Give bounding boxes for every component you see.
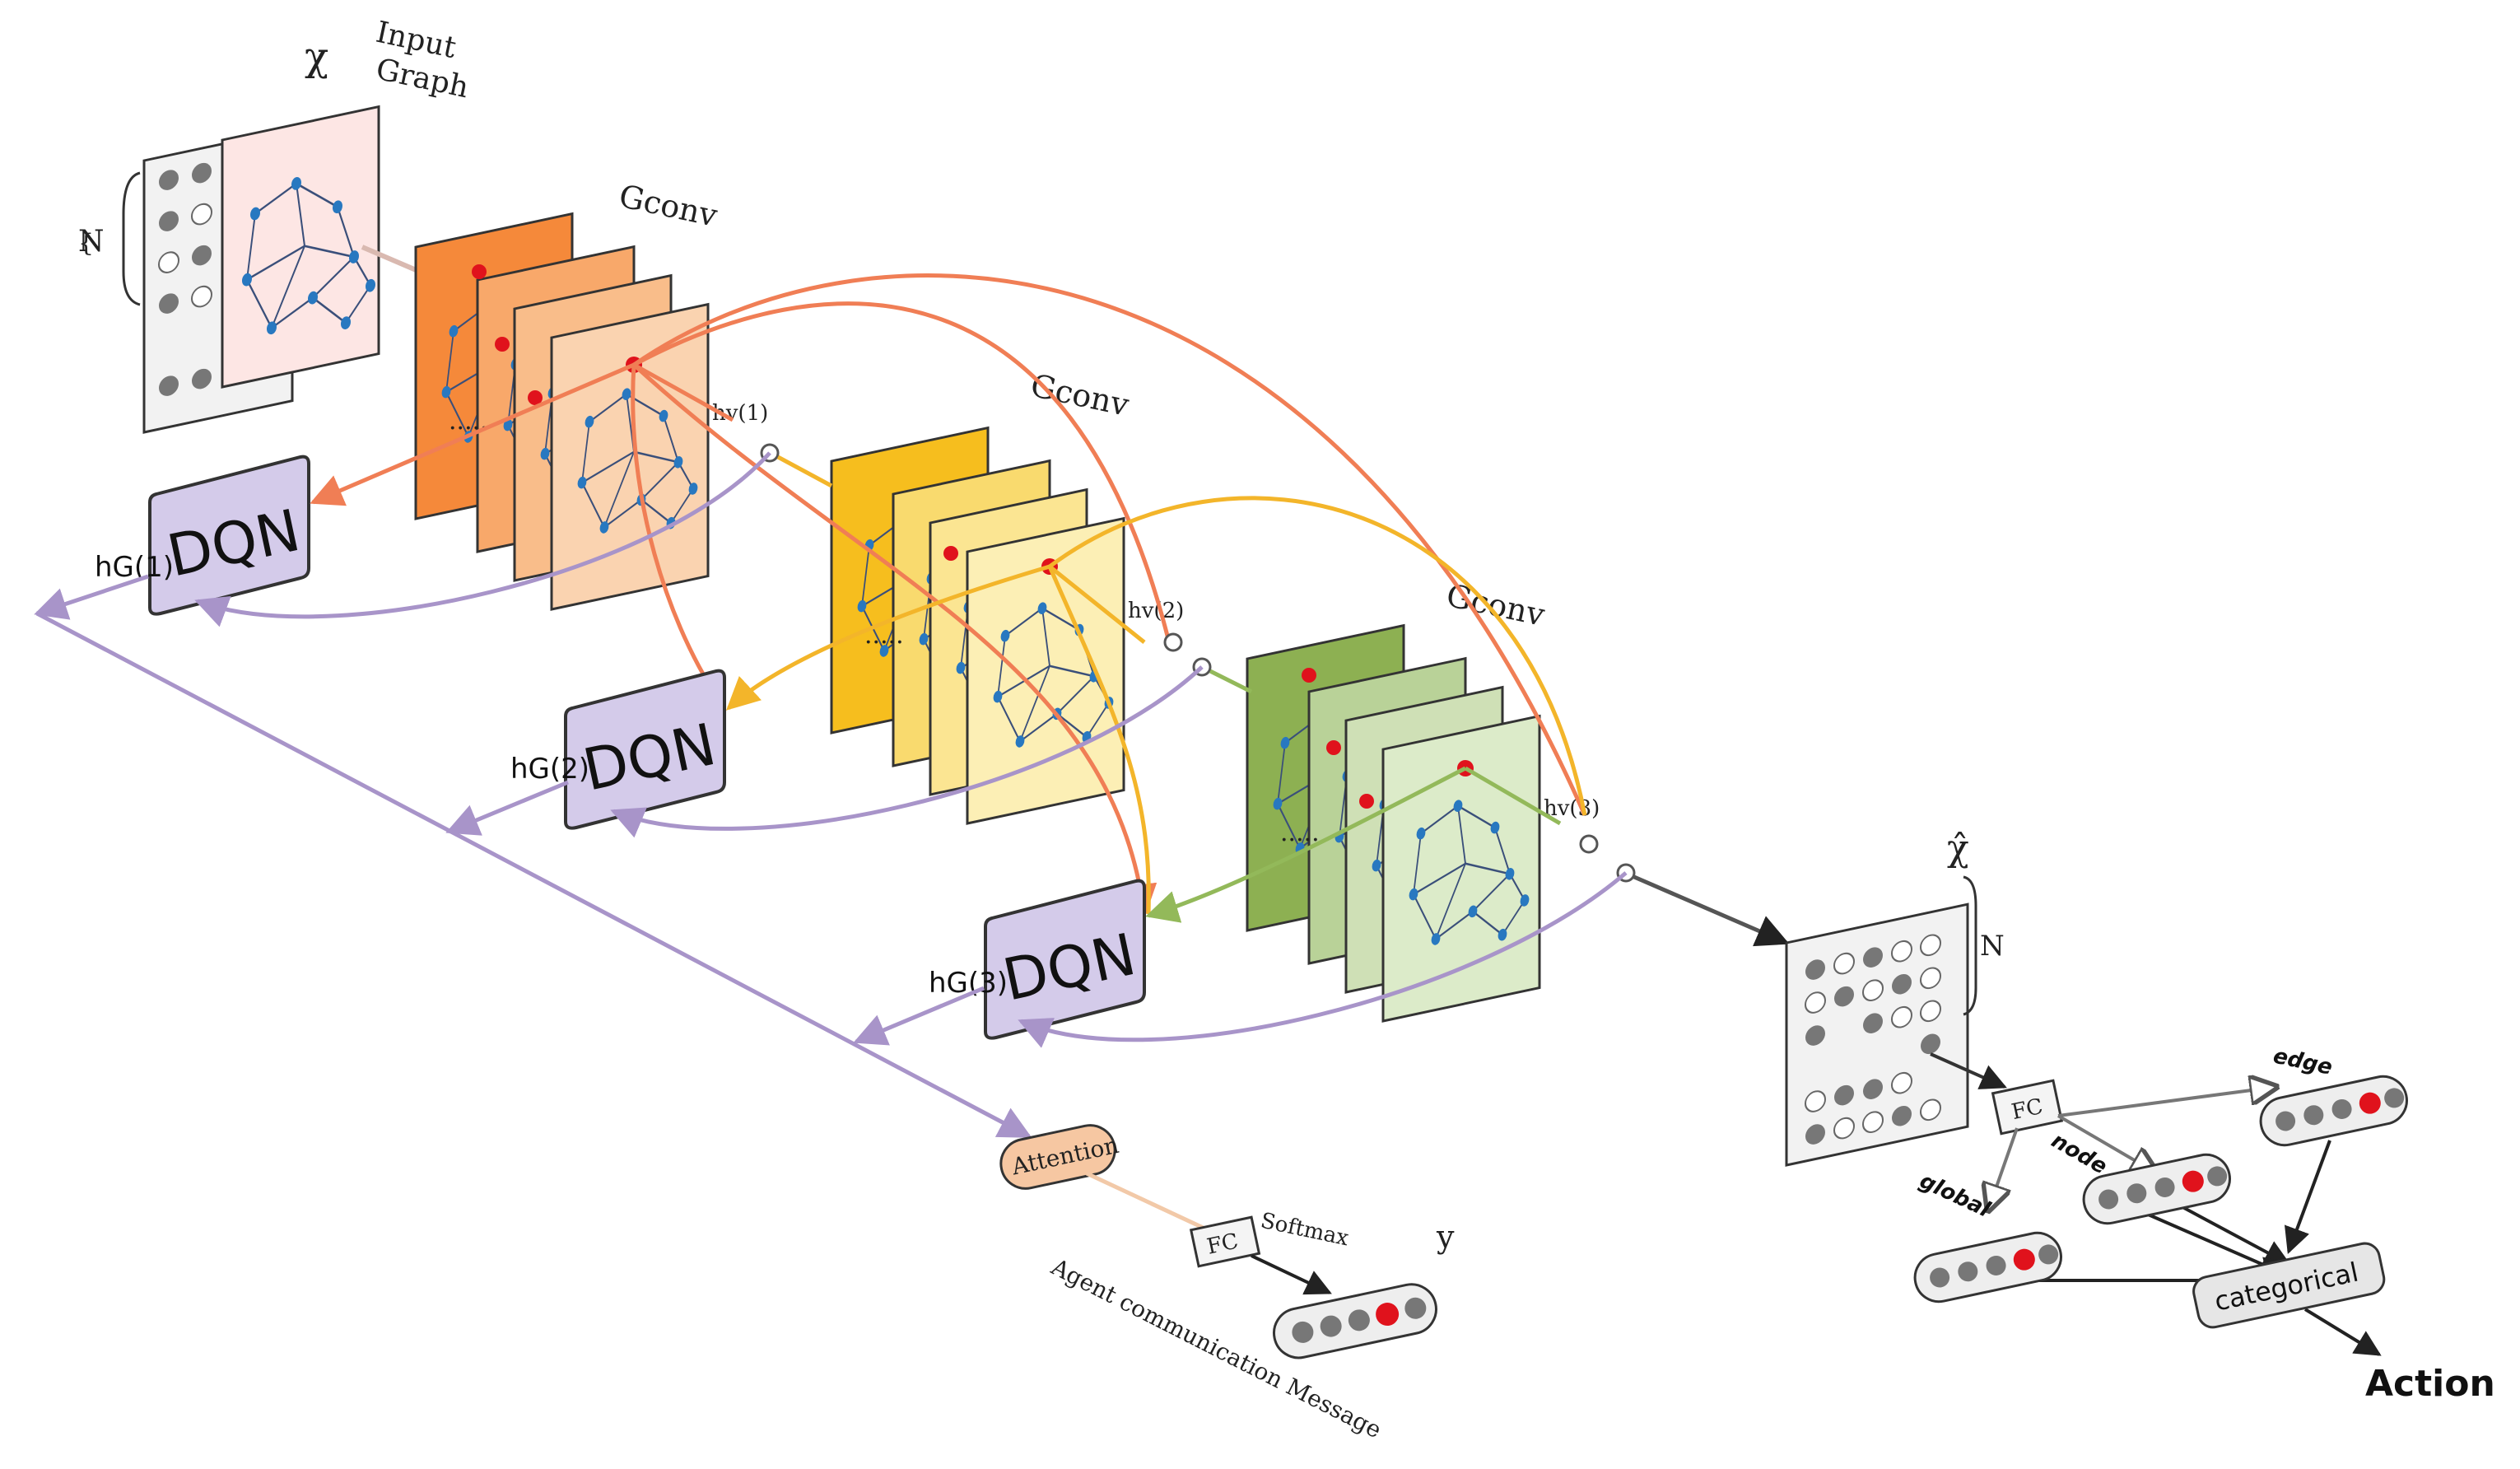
n-label-left: N bbox=[78, 225, 105, 259]
attention-block: Attention bbox=[999, 1124, 1121, 1190]
fc-block-action: FC bbox=[1991, 1079, 2064, 1136]
chi-hat-label: χ̂ bbox=[1947, 828, 1969, 870]
dqn-box-1: DQN bbox=[148, 455, 310, 616]
edge-label: edge bbox=[2271, 1044, 2335, 1080]
gconv-layer-3: ····· bbox=[1246, 623, 1541, 1023]
red-node-3c bbox=[1359, 794, 1374, 809]
n-bracket-left: { bbox=[78, 229, 94, 258]
output-feature-matrix bbox=[1785, 902, 1969, 1167]
chi-label: χ bbox=[305, 34, 328, 80]
input-graph-label-2: Graph bbox=[373, 53, 472, 105]
connector-1-2 bbox=[776, 455, 833, 488]
hv3-label: hv(3) bbox=[1544, 796, 1600, 821]
fc-block-message: FC bbox=[1189, 1215, 1261, 1268]
categorical-block: categorical bbox=[2192, 1242, 2386, 1329]
connector-3-output bbox=[1633, 874, 1790, 947]
y-label: y bbox=[1436, 1219, 1455, 1255]
fc-to-output-y bbox=[1251, 1254, 1332, 1295]
red-node-3a bbox=[1302, 668, 1316, 683]
action-label: Action bbox=[2365, 1363, 2495, 1405]
red-node-3b bbox=[1326, 740, 1341, 755]
matrix-to-fc bbox=[1930, 1052, 2007, 1089]
purple-feedback-curves bbox=[194, 451, 1628, 1048]
dqn-box-3: DQN bbox=[984, 879, 1146, 1040]
gconv-layer-1: ····· bbox=[414, 212, 710, 611]
dqn-box-2: DQN bbox=[564, 669, 726, 830]
ellipsis-dots-2: ····· bbox=[864, 628, 904, 657]
red-node-2a bbox=[943, 546, 958, 561]
global-label: global bbox=[1916, 1168, 1995, 1223]
hv2-label: hv(2) bbox=[1128, 599, 1184, 623]
purple-trunk bbox=[34, 574, 1032, 1139]
attention-to-fc bbox=[1085, 1171, 1212, 1233]
layer1-to-dqn1 bbox=[310, 362, 635, 506]
softmax-label: Softmax bbox=[1259, 1209, 1352, 1252]
red-node-1b bbox=[495, 337, 510, 352]
node-vector bbox=[2082, 1153, 2231, 1225]
message-output-vector bbox=[1273, 1283, 1437, 1359]
gconv-label-2: Gconv bbox=[1027, 367, 1132, 423]
n-brace-right bbox=[1963, 875, 1977, 1016]
gconv-label-1: Gconv bbox=[616, 178, 720, 234]
edge-vector bbox=[2259, 1075, 2408, 1147]
global-vector bbox=[1913, 1231, 2062, 1303]
skip-connections bbox=[631, 273, 1587, 923]
red-node-1c bbox=[528, 390, 543, 405]
hG1-label: hG(1) bbox=[95, 551, 174, 584]
aggregation-node-2 bbox=[1163, 632, 1212, 677]
connector-2-3 bbox=[1209, 669, 1253, 694]
node-label: node bbox=[2047, 1128, 2112, 1179]
n-brace-left bbox=[122, 171, 141, 306]
input-to-gconv-link bbox=[361, 245, 422, 274]
hG2-label: hG(2) bbox=[510, 753, 589, 786]
red-node-1a bbox=[472, 264, 487, 279]
input-graph-panel bbox=[221, 105, 380, 389]
n-label-right: N bbox=[1980, 930, 2005, 963]
ellipsis-dots-3: ····· bbox=[1280, 826, 1320, 855]
